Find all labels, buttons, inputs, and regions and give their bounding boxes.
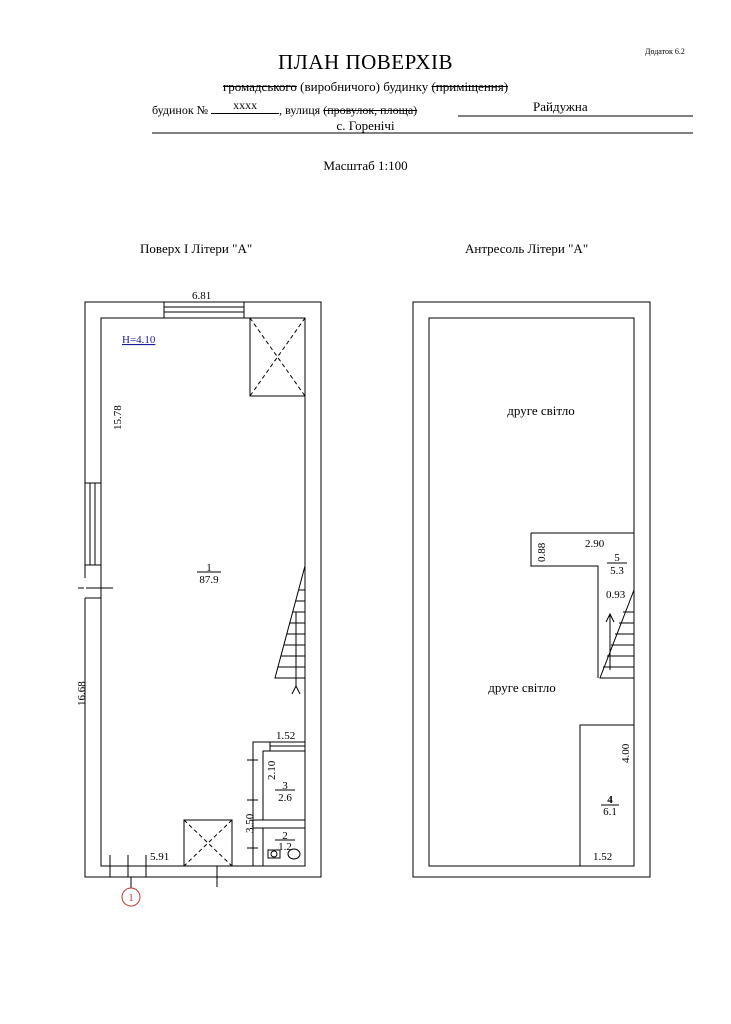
dim-left-upper: 15.78 bbox=[112, 405, 124, 430]
struck-public: громадського bbox=[222, 79, 297, 94]
basin-icon bbox=[267, 849, 281, 859]
house-number: xxxx bbox=[233, 98, 258, 112]
appendix-label: Додаток 6.2 bbox=[645, 47, 685, 56]
room5-number: 5 bbox=[614, 552, 620, 564]
room1-area: 87.9 bbox=[199, 574, 219, 586]
page-title: ПЛАН ПОВЕРХІВ bbox=[277, 50, 453, 74]
room4-number: 4 bbox=[607, 794, 613, 806]
struck-premises: (приміщення) bbox=[431, 79, 509, 94]
street-label: , вулиця bbox=[279, 103, 324, 117]
mezz-void-upper: друге світло bbox=[507, 403, 575, 418]
dim-bottom-width: 5.91 bbox=[150, 851, 169, 863]
street-name: Райдужна bbox=[533, 99, 588, 114]
mezzanine-room4-wall bbox=[579, 724, 634, 866]
axis-marker-circle bbox=[121, 887, 141, 907]
house-label: будинок № bbox=[152, 103, 209, 117]
floor1-plan bbox=[78, 301, 322, 907]
room1-number: 1 bbox=[206, 562, 212, 574]
building-type-text: (виробничого) будинку bbox=[296, 79, 432, 94]
toilet-icon bbox=[287, 848, 301, 860]
mezzanine-caption: Антресоль Літери "А" bbox=[465, 241, 589, 256]
floor1-left-window bbox=[84, 482, 102, 566]
room3-area: 2.6 bbox=[278, 792, 292, 804]
floor1-wc-block bbox=[252, 741, 306, 867]
dim-room4-height: 4.00 bbox=[620, 743, 632, 763]
room2-number: 2 bbox=[282, 830, 288, 842]
axis-marker-label: 1 bbox=[128, 892, 134, 904]
dim-wc-block-height: 3.50 bbox=[244, 813, 256, 833]
floor1-caption: Поверх І Літери "А" bbox=[140, 241, 253, 256]
mezzanine-stairs bbox=[599, 589, 635, 679]
floor1-shaft bbox=[249, 317, 306, 397]
room2-area: 1.2 bbox=[278, 841, 292, 853]
dim-stair-gap: 0.93 bbox=[606, 589, 626, 601]
mezzanine-inner-wall bbox=[428, 317, 635, 867]
struck-lane-square: (провулок, площа) bbox=[323, 103, 418, 117]
floor1-inner-wall bbox=[100, 317, 306, 867]
dim-wc-width: 1.52 bbox=[276, 730, 295, 742]
height-mark: Н=4.10 bbox=[122, 334, 156, 346]
dim-top-width: 6.81 bbox=[192, 290, 211, 302]
dim-room3-height: 2.10 bbox=[266, 760, 278, 780]
dim-room4-width: 1.52 bbox=[593, 851, 612, 863]
address-line: будинок № xxxx , вулиця (провулок, площа) bbox=[152, 98, 418, 118]
mezz-void-lower: друге світло bbox=[488, 680, 556, 695]
village-name: с. Горенічі bbox=[336, 118, 395, 133]
floor1-bottom-shaft bbox=[183, 819, 233, 867]
floor1-top-window bbox=[163, 301, 245, 319]
building-type-line: громадського (виробничого) будинку (прим… bbox=[0, 79, 731, 95]
dim-left-total: 16.68 bbox=[76, 681, 88, 706]
scale-label: Масштаб 1:100 bbox=[323, 158, 408, 173]
floor1-stairs bbox=[274, 565, 306, 695]
mezzanine-plan bbox=[412, 301, 651, 878]
room3-number: 3 bbox=[282, 780, 288, 792]
dim-room5-width: 2.90 bbox=[585, 538, 605, 550]
mezzanine-outer-wall bbox=[412, 301, 651, 878]
dim-room5-height: 0.88 bbox=[536, 542, 548, 562]
room5-area: 5.3 bbox=[610, 565, 624, 577]
room4-area: 6.1 bbox=[603, 806, 617, 818]
house-number-field: xxxx bbox=[211, 98, 280, 114]
